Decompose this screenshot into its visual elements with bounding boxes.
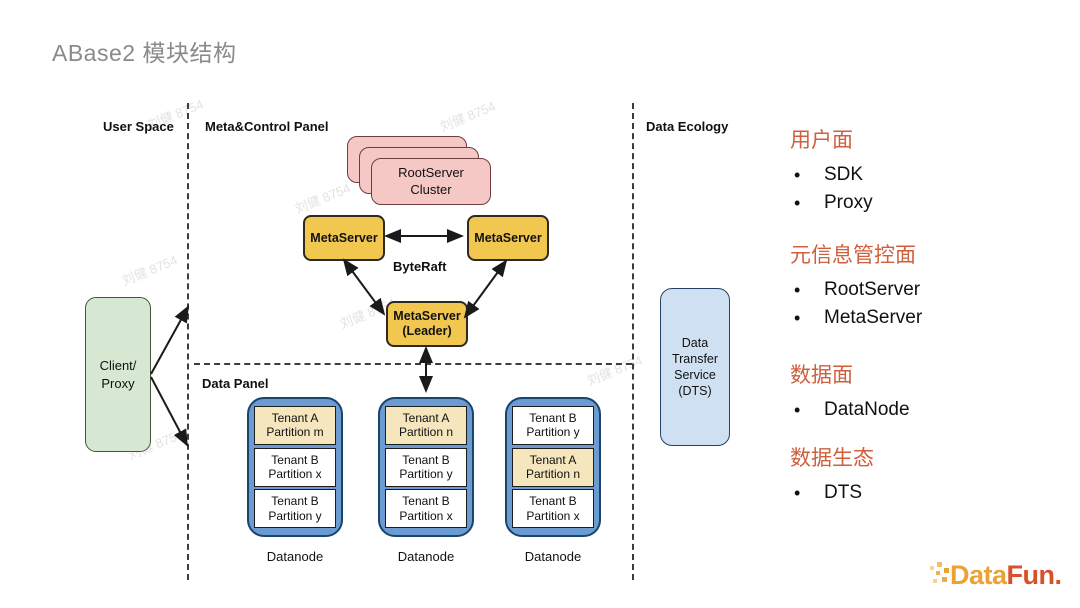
divider-data-ecology — [632, 103, 634, 580]
datanode-label: Datanode — [266, 549, 324, 564]
label-data-panel: Data Panel — [202, 376, 269, 391]
datanode-3: Tenant B Partition y Tenant A Partition … — [505, 397, 601, 537]
partition-box: Tenant B Partition y — [512, 405, 594, 445]
datafun-logo: DataFun. — [928, 558, 1068, 596]
metaserver-leader-node: MetaServer (Leader) — [386, 301, 468, 347]
watermark: 刘健 8754 — [584, 352, 645, 389]
logo-part-fun: Fun. — [1006, 560, 1062, 590]
section-heading: 用户面 — [790, 129, 853, 152]
partition-box: Tenant A Partition n — [512, 447, 594, 487]
datafun-logo-text: DataFun. — [950, 560, 1062, 591]
list-item: DataNode — [790, 396, 1060, 424]
client-proxy-node: Client/ Proxy — [85, 297, 151, 452]
metaserver-right-node: MetaServer — [467, 215, 549, 261]
section-heading: 元信息管控面 — [790, 244, 916, 267]
partition-box: Tenant B Partition y — [254, 489, 336, 529]
datafun-logo-dots-icon — [936, 571, 940, 575]
page-title: ABase2 模块结构 — [52, 40, 237, 66]
right-panel-section-ecology: 数据生态 DTS — [790, 446, 1060, 507]
datafun-logo-dots-icon — [930, 566, 934, 570]
byteraft-label: ByteRaft — [393, 259, 447, 274]
label-data-ecology: Data Ecology — [646, 119, 729, 134]
section-heading: 数据面 — [790, 364, 853, 387]
right-panel-section-user: 用户面 SDK Proxy — [790, 128, 1060, 217]
list-item: SDK — [790, 161, 1060, 189]
partition-box: Tenant A Partition m — [254, 405, 336, 445]
datafun-logo-dots-icon — [942, 577, 947, 582]
partition-box: Tenant B Partition x — [512, 489, 594, 529]
datafun-logo-dots-icon — [937, 562, 942, 567]
datanode-2: Tenant A Partition n Tenant B Partition … — [378, 397, 474, 537]
arrow-client-to-meta — [150, 305, 189, 375]
section-heading: 数据生态 — [790, 447, 874, 470]
datanode-label: Datanode — [524, 549, 582, 564]
watermark: 刘健 8754 — [292, 180, 353, 217]
datafun-logo-dots-icon — [944, 568, 949, 573]
divider-data-panel — [194, 363, 632, 365]
watermark: 刘健 8754 — [119, 252, 180, 289]
rootserver-cluster-node: RootServer Cluster — [371, 158, 491, 205]
list-item: DTS — [790, 479, 1060, 507]
list-item: RootServer — [790, 276, 1060, 304]
partition-box: Tenant B Partition x — [254, 447, 336, 487]
datanode-label: Datanode — [397, 549, 455, 564]
partition-box: Tenant A Partition n — [385, 405, 467, 445]
metaserver-left-node: MetaServer — [303, 215, 385, 261]
right-panel-section-meta: 元信息管控面 RootServer MetaServer — [790, 243, 1060, 332]
list-item: MetaServer — [790, 304, 1060, 332]
watermark: 刘健 8754 — [437, 98, 498, 135]
partition-box: Tenant B Partition x — [385, 489, 467, 529]
logo-part-data: Data — [950, 560, 1007, 590]
divider-user-space — [187, 103, 189, 580]
label-user-space: User Space — [103, 119, 174, 134]
list-item: Proxy — [790, 189, 1060, 217]
right-panel-section-data: 数据面 DataNode — [790, 363, 1060, 424]
dts-node: Data Transfer Service (DTS) — [660, 288, 730, 446]
arrow-metaserver-right-leader — [463, 259, 508, 319]
datafun-logo-dots-icon — [933, 579, 937, 583]
partition-box: Tenant B Partition y — [385, 447, 467, 487]
label-meta-control-panel: Meta&Control Panel — [205, 119, 329, 134]
datanode-1: Tenant A Partition m Tenant B Partition … — [247, 397, 343, 537]
